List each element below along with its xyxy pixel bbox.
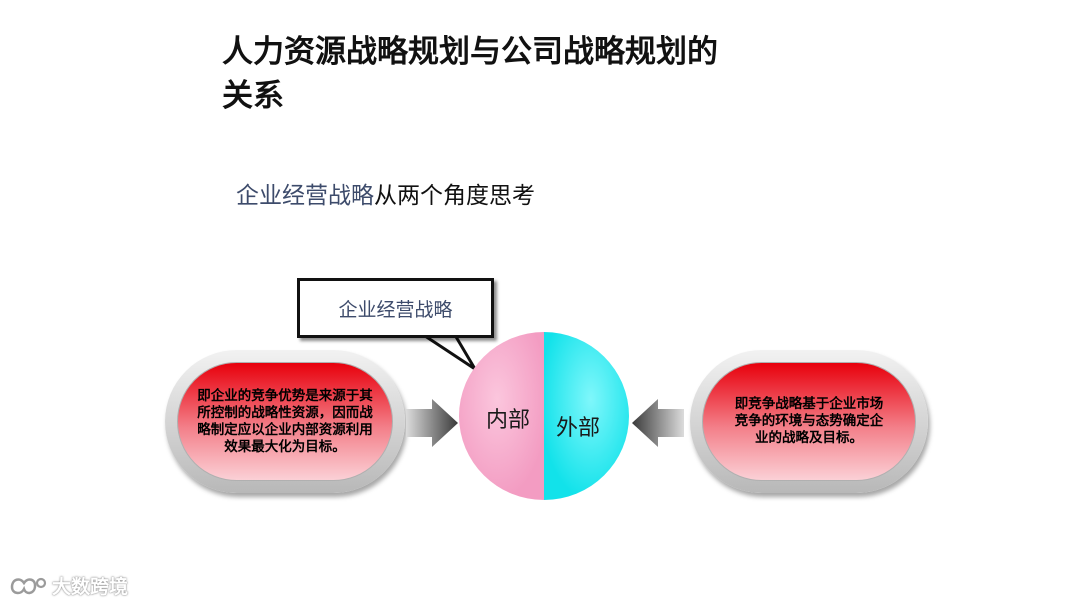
callout-box: 企业经营战略 [297, 278, 494, 338]
slide-title: 人力资源战略规划与公司战略规划的关系 [222, 34, 718, 114]
external-perspective-box: 即竞争战略基于企业市场竞争的环境与态势确定企业的战略及目标。 [690, 350, 928, 493]
internal-label: 内部 [486, 408, 531, 433]
internal-perspective-box: 即企业的竞争优势是来源于其所控制的战略性资源，因而战略制定应以企业内部资源利用效… [165, 350, 405, 493]
watermark-logo-icon [10, 577, 47, 594]
slide-subtitle: 企业经营战略从两个角度思考 [236, 180, 535, 212]
watermark-logo: 大数跨境 [8, 572, 128, 599]
subtitle-rest: 从两个角度思考 [374, 183, 535, 209]
external-label: 外部 [556, 416, 601, 441]
subtitle-accent: 企业经营战略 [236, 183, 374, 209]
external-perspective-text: 即竞争战略基于企业市场竞争的环境与态势确定企业的战略及目标。 [702, 362, 916, 481]
right-arrow-icon [406, 399, 458, 447]
perspective-circle: 内部 外部 [456, 330, 632, 502]
perspective-circle-graphic [459, 332, 629, 500]
watermark-text: 大数跨境 [52, 576, 129, 598]
left-arrow-icon [632, 399, 684, 447]
internal-perspective-text: 即企业的竞争优势是来源于其所控制的战略性资源，因而战略制定应以企业内部资源利用效… [177, 362, 393, 481]
